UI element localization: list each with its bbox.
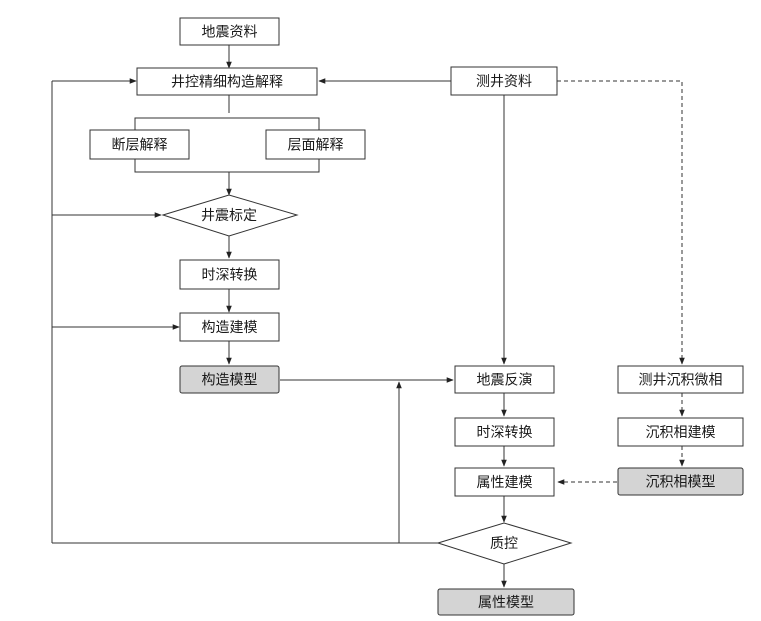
node-sedimentary-facies-modeling-label: 沉积相建模	[646, 425, 716, 441]
node-fault-interpretation: 断层解释	[89, 129, 190, 160]
node-property-modeling-label: 属性建模	[477, 475, 533, 491]
node-fault-interpretation-label: 断层解释	[112, 138, 168, 154]
node-well-log-data: 测井资料	[450, 66, 558, 96]
node-well-log-sedimentary-microfacies-label: 测井沉积微相	[639, 373, 723, 389]
node-well-control-interpretation: 井控精细构造解释	[136, 67, 318, 96]
node-well-control-interpretation-label: 井控精细构造解释	[171, 75, 283, 91]
bracket-bottom	[134, 159, 320, 173]
node-seismic-data: 地震资料	[179, 17, 280, 46]
node-time-depth-conversion-2: 时深转换	[454, 417, 555, 447]
node-seismic-inversion: 地震反演	[454, 365, 555, 394]
node-seismic-inversion-label: 地震反演	[477, 373, 533, 389]
node-sedimentary-facies-model: 沉积相模型	[617, 467, 744, 496]
node-time-depth-conversion-2-label: 时深转换	[477, 424, 533, 441]
node-well-log-sedimentary-microfacies: 测井沉积微相	[617, 365, 744, 394]
node-well-log-data-label: 测井资料	[476, 74, 532, 90]
node-seismic-data-label: 地震资料	[202, 25, 258, 41]
node-well-seismic-calibration-label: 井震标定	[201, 208, 257, 224]
node-time-depth-conversion-1: 时深转换	[179, 259, 280, 290]
node-horizon-interpretation: 层面解释	[265, 129, 366, 160]
node-property-modeling: 属性建模	[454, 467, 555, 497]
node-property-model-label: 属性模型	[478, 595, 534, 611]
node-horizon-interpretation-label: 层面解释	[288, 138, 344, 154]
node-quality-control-label: 质控	[490, 536, 518, 552]
node-sedimentary-facies-modeling: 沉积相建模	[617, 417, 744, 447]
node-quality-control: 质控	[436, 522, 573, 565]
node-structural-modeling: 构造建模	[179, 312, 280, 342]
node-structural-model-label: 构造模型	[202, 373, 258, 389]
node-time-depth-conversion-1-label: 时深转换	[202, 267, 258, 284]
node-property-model: 属性模型	[437, 588, 575, 616]
node-sedimentary-facies-model-label: 沉积相模型	[646, 475, 716, 491]
node-well-seismic-calibration: 井震标定	[161, 194, 299, 237]
node-structural-model: 构造模型	[179, 365, 280, 394]
connectors	[51, 45, 685, 588]
edge-welllog-to-sedfacies	[557, 80, 685, 365]
node-structural-modeling-label: 构造建模	[202, 320, 258, 336]
bracket-top	[134, 117, 320, 130]
